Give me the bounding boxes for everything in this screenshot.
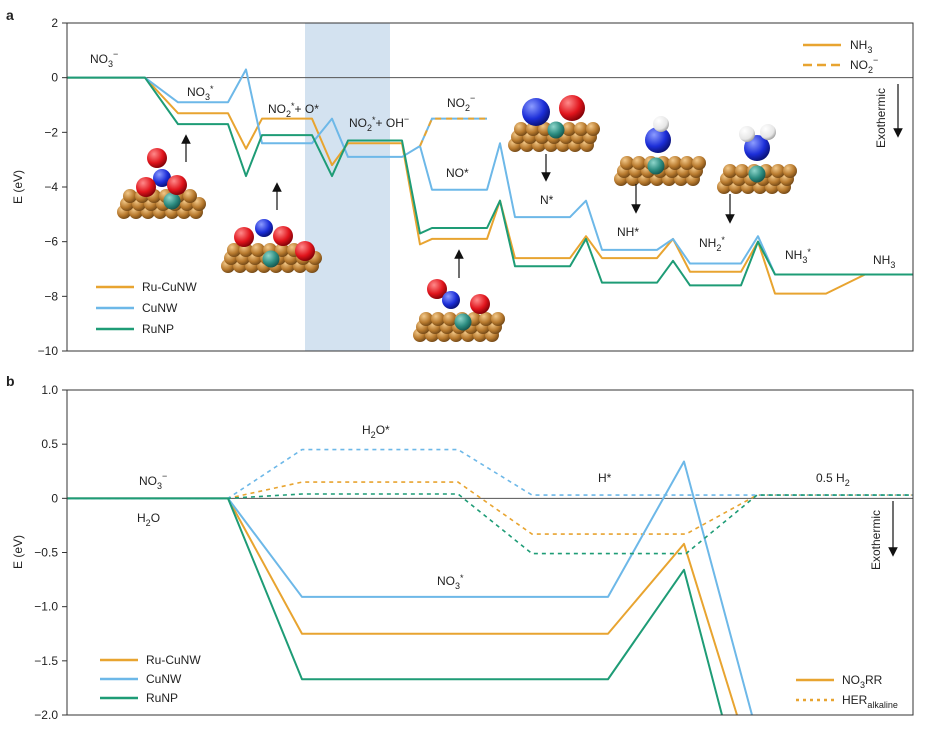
no-adsorbed-structure-image [413, 279, 505, 342]
panel-a-y-tick-label: −4 [44, 180, 58, 194]
label-no3-ads: NO3* [187, 84, 214, 102]
label-no2-oh: NO2*+ OH− [349, 114, 409, 133]
panel-a-series [67, 68, 913, 295]
panel-a-highlight [305, 23, 390, 351]
label-b-no3-ads: NO3* [437, 573, 464, 591]
panel-a-y-tick-label: −6 [44, 235, 58, 249]
label-nh2-ads: NH2* [699, 235, 725, 253]
panel-b-frame [66, 389, 914, 716]
panel-b-y-label: E (eV) [11, 535, 25, 569]
n-adsorbed-structure-image [508, 95, 600, 152]
panel-b-y-tick-label: 1.0 [41, 383, 58, 397]
legend-a-cunw: CuNW [142, 301, 178, 315]
label-b-half-h2: 0.5 H2 [816, 471, 850, 488]
panel-b-pathway-legend: NO3RR HERalkaline [796, 673, 898, 710]
panel-a-pathway-legend: NH3 NO2− [803, 38, 878, 75]
nh-adsorbed-structure-image [614, 116, 706, 186]
panel-b-y-tick-label: 0.5 [41, 437, 58, 451]
no3-adsorbed-structure-image [117, 148, 206, 219]
series-ru-cunw-her-path [67, 481, 913, 535]
svg-text:NO2−: NO2− [850, 55, 878, 75]
panel-b-y-tick-label: −1.0 [34, 600, 58, 614]
svg-text:NO3RR: NO3RR [842, 673, 883, 690]
series-runp-no3rr-path [67, 497, 723, 716]
panel-b-legend: Ru-CuNW CuNW RuNP [100, 653, 201, 705]
panel-b-y-tick-label: 0 [51, 491, 58, 505]
panel-a: a 2 0 −2 −4 −6 −8 −10 E (eV) NO3− NO3* NO2*+ O… [6, 7, 914, 358]
series-runp-her-path [67, 493, 913, 555]
svg-text:NH3: NH3 [850, 38, 872, 55]
no2-o-structure-image [221, 219, 322, 273]
series-runp-panel-a [67, 76, 913, 287]
legend-b-cunw: CuNW [146, 672, 182, 686]
label-no-ads: NO* [446, 166, 469, 180]
panel-a-y-tick-label: 0 [51, 71, 58, 85]
panel-a-y-tick-label: −10 [38, 344, 59, 358]
panel-b-series [67, 448, 913, 716]
label-nh-ads: NH* [617, 225, 639, 239]
legend-b-runp: RuNP [146, 691, 178, 705]
panel-b-y-tick-label: −0.5 [34, 546, 58, 560]
svg-text:HERalkaline: HERalkaline [842, 693, 898, 710]
panel-b-exothermic-label: Exothermic [869, 510, 883, 570]
panel-b-letter: b [6, 373, 15, 389]
panel-b: b 1.0 0.5 0 −0.5 −1.0 −1.5 −2.0 E (eV) NO3− H2… [6, 373, 914, 722]
label-no2-o: NO2*+ O* [268, 101, 319, 119]
legend-b-ru-cunw: Ru-CuNW [146, 653, 201, 667]
label-nh3: NH3 [873, 253, 895, 270]
label-no2-minus: NO2− [447, 93, 475, 113]
legend-a-runp: RuNP [142, 322, 174, 336]
label-nh3-ads: NH3* [785, 247, 811, 265]
label-b-no3-minus: NO3− [139, 471, 167, 491]
label-n-ads: N* [540, 193, 554, 207]
label-b-h2o-ads: H2O* [362, 423, 390, 440]
label-b-h2o: H2O [137, 511, 160, 528]
panel-a-exothermic-label: Exothermic [874, 88, 888, 148]
series-no2-branch-dashed [419, 117, 487, 147]
label-no3-minus: NO3− [90, 49, 118, 69]
legend-a-ru-cunw: Ru-CuNW [142, 280, 197, 294]
panel-a-letter: a [6, 7, 14, 23]
panel-a-y-tick-label: 2 [51, 16, 58, 30]
series-cunw-her-path [67, 448, 913, 500]
panel-a-legend: Ru-CuNW CuNW RuNP [96, 280, 197, 336]
series-cunw-panel-a [67, 68, 913, 276]
label-b-h-ads: H* [598, 471, 612, 485]
panel-b-y-tick-label: −2.0 [34, 708, 58, 722]
panel-a-y-tick-label: −2 [44, 125, 58, 139]
panel-a-y-tick-label: −8 [44, 289, 58, 303]
panel-a-y-label: E (eV) [11, 170, 25, 204]
panel-a-y-ticks: 2 0 −2 −4 −6 −8 −10 [38, 16, 913, 358]
panel-b-y-tick-label: −1.5 [34, 654, 58, 668]
nh2-adsorbed-structure-image [717, 124, 797, 194]
panel-a-frame [66, 22, 914, 352]
